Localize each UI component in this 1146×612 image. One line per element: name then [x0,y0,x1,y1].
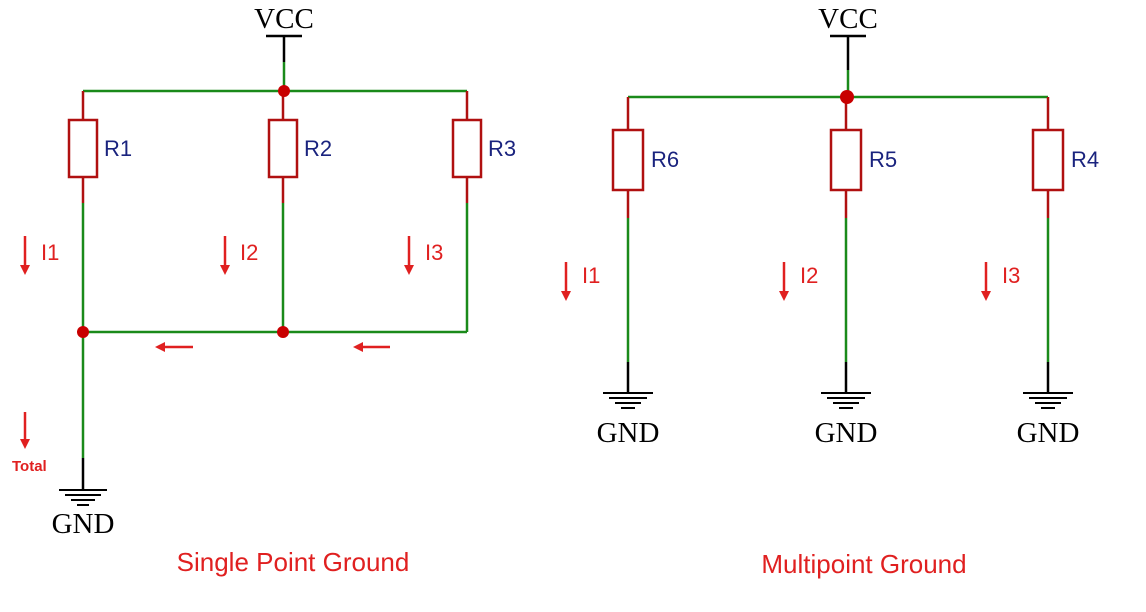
gnd-label-r5: GND [815,417,878,449]
ground-symbol-single [59,489,107,506]
resistor-r2 [267,118,299,179]
gnd-label-single: GND [52,508,115,540]
node-top-single [278,85,290,97]
resistor-r5 [829,128,863,192]
i2-label-single: I2 [240,240,258,265]
r1-label: R1 [104,136,132,161]
node-top-multi [840,90,854,104]
i2-label-multi: I2 [800,263,818,288]
caption-single-point-ground: Single Point Ground [177,547,410,577]
resistor-r1 [67,118,99,179]
ground-symbol-r5 [821,392,871,409]
r2-label: R2 [304,136,332,161]
i3-label-single: I3 [425,240,443,265]
resistor-r6 [611,128,645,192]
ground-symbol-r4 [1023,392,1073,409]
i1-label-single: I1 [41,240,59,265]
single-point-ground-circuit: VCC GND [12,3,516,577]
gnd-label-r6: GND [597,417,660,449]
r6-label: R6 [651,147,679,172]
resistor-r3 [451,118,483,179]
r5-label: R5 [869,147,897,172]
node-bottom-left-single [77,326,89,338]
ground-symbol-r6 [603,392,653,409]
gnd-label-r4: GND [1017,417,1080,449]
vcc-label-multi: VCC [818,3,878,35]
node-bottom-mid-single [277,326,289,338]
i1-label-multi: I1 [582,263,600,288]
r3-label: R3 [488,136,516,161]
vcc-label-single: VCC [254,3,314,35]
resistor-r4 [1031,128,1065,192]
r4-label: R4 [1071,147,1099,172]
multipoint-ground-circuit: VCC GND GND [561,3,1099,579]
i3-label-multi: I3 [1002,263,1020,288]
caption-multipoint-ground: Multipoint Ground [761,549,966,579]
total-label: Total [12,458,47,475]
